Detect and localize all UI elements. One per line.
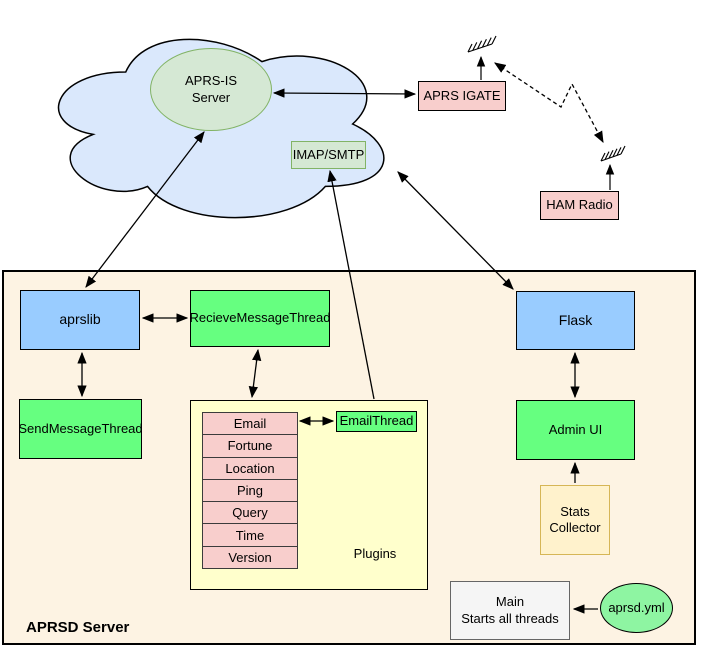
email-thread-node: EmailThread [336, 411, 417, 432]
plugin-row-time: Time [202, 523, 298, 547]
main-label-line2: Starts all threads [461, 610, 559, 626]
aprsd-yml-label: aprsd.yml [608, 599, 665, 615]
plugin-row-version: Version [202, 545, 298, 570]
plugin-row-ping: Ping [202, 478, 298, 503]
aprsd-yml-node: aprsd.yml [600, 583, 673, 633]
plugin-row-email: Email [202, 412, 298, 436]
imap-smtp-node: IMAP/SMTP [291, 141, 366, 169]
send-message-thread-node: SendMessageThread [18, 399, 143, 459]
flask-node: Flask [516, 291, 635, 350]
aprs-is-server-node: APRS-IS Server [150, 48, 272, 131]
aprs-igate-label: APRS IGATE [423, 87, 501, 103]
receive-message-thread-label: RecieveMessageThread [189, 310, 331, 326]
main-label-line1: Main [495, 594, 525, 610]
admin-ui-node: Admin UI [516, 400, 635, 460]
aprsd-server-label: APRSD Server [26, 619, 130, 636]
antenna-ground-icon [600, 145, 626, 162]
stats-collector-label-line1: Stats [560, 503, 590, 519]
plugin-stack: Email Fortune Location Ping Query Time V… [202, 412, 298, 570]
ham-radio-node: HAM Radio [540, 191, 619, 220]
aprslib-node: aprslib [20, 290, 140, 350]
plugin-row-query: Query [202, 501, 298, 525]
stats-collector-label-line2: Collector [549, 520, 601, 535]
plugin-row-location: Location [202, 456, 298, 480]
aprs-is-label-line1: APRS-IS [184, 73, 237, 89]
imap-smtp-label: IMAP/SMTP [292, 146, 365, 162]
antenna-ground-icon [467, 35, 497, 53]
plugin-row-fortune: Fortune [202, 434, 298, 458]
receive-message-thread-node: RecieveMessageThread [190, 290, 330, 347]
ham-radio-label: HAM Radio [546, 197, 613, 213]
aprs-is-label-line2: Server [191, 89, 231, 105]
radio-link-dashed-connector [494, 62, 604, 144]
flask-label: Flask [558, 311, 593, 328]
connector-aprsis-igate [272, 88, 417, 99]
stats-collector-node: Stats Collector [540, 485, 610, 555]
plugins-label: Plugins [353, 546, 397, 561]
main-node: Main Starts all threads [450, 581, 570, 640]
admin-ui-label: Admin UI [548, 421, 603, 437]
email-thread-label: EmailThread [339, 413, 414, 429]
send-message-thread-label: SendMessageThread [18, 420, 143, 436]
aprs-igate-node: APRS IGATE [418, 81, 506, 111]
aprslib-label: aprslib [59, 311, 101, 328]
connector-aprsis-aprslib [85, 131, 205, 288]
